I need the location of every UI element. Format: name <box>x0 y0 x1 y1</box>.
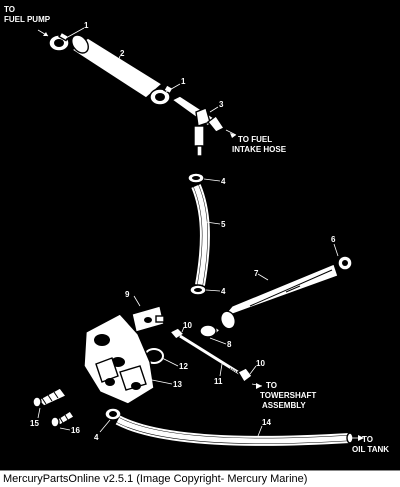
callout-12: 12 <box>179 362 188 371</box>
callout-9: 9 <box>125 290 130 299</box>
callout-13: 13 <box>173 380 182 389</box>
callout-1-lower: 1 <box>181 77 186 86</box>
hose-part-5 <box>191 184 210 286</box>
rod-part-11 <box>179 334 245 378</box>
callout-10-upper: 10 <box>183 321 192 330</box>
bushing-part-8 <box>198 323 222 339</box>
callout-6: 6 <box>331 235 336 244</box>
to-fuel-pump-label-line1: TO <box>4 5 15 14</box>
nut-part-10-lower <box>237 367 253 384</box>
callout-8: 8 <box>227 340 232 349</box>
tube-part-7 <box>219 263 339 330</box>
to-fuel-pump-label-line2: FUEL PUMP <box>4 15 51 24</box>
cap-part-6 <box>337 255 353 271</box>
callout-10-lower: 10 <box>256 359 265 368</box>
callout-5: 5 <box>221 220 226 229</box>
callout-11: 11 <box>214 377 223 386</box>
to-towershaft-label-line1: TO <box>266 381 277 390</box>
callout-1-top: 1 <box>84 21 89 30</box>
direction-arrows <box>37 29 364 441</box>
housing-part-13 <box>83 313 155 405</box>
to-fuel-intake-label-line1: TO FUEL <box>238 135 272 144</box>
to-towershaft-label-line2: TOWERSHAFT <box>260 391 316 400</box>
clamp-part-1-top <box>48 31 70 52</box>
callout-2: 2 <box>120 49 125 58</box>
to-towershaft-label-line3: ASSEMBLY <box>262 401 306 410</box>
nut-part-10-upper <box>168 327 186 340</box>
clamp-part-4-lower <box>104 407 122 421</box>
parts-diagram: TO FUEL PUMP TO FUEL INTAKE HOSE TO TOWE… <box>4 5 390 454</box>
callout-16: 16 <box>71 426 80 435</box>
clamp-part-4-middle <box>189 284 207 296</box>
bracket-part-9 <box>131 305 165 333</box>
callout-4-middle: 4 <box>221 287 226 296</box>
hose-part-2 <box>70 34 164 99</box>
exploded-view-drawing: TO FUEL PUMP TO FUEL INTAKE HOSE TO TOWE… <box>4 5 389 454</box>
clamp-part-1-lower <box>149 83 174 106</box>
to-fuel-intake-label-line2: INTAKE HOSE <box>232 145 287 154</box>
screw-part-16 <box>50 410 75 428</box>
tee-fitting-part-3 <box>170 95 226 157</box>
to-oil-tank-label-line2: OIL TANK <box>352 445 389 454</box>
image-caption: MercuryPartsOnline v2.5.1 (Image Copyrig… <box>3 473 308 485</box>
clamp-part-4-upper <box>187 172 205 184</box>
screw-part-15 <box>32 387 68 408</box>
callout-7: 7 <box>254 269 259 278</box>
callout-4-lower: 4 <box>94 433 99 442</box>
callout-14: 14 <box>262 418 271 427</box>
caption-bar: MercuryPartsOnline v2.5.1 (Image Copyrig… <box>0 470 400 487</box>
callout-15: 15 <box>30 419 39 428</box>
to-oil-tank-label-line1: TO <box>362 435 373 444</box>
callout-3: 3 <box>219 100 224 109</box>
callout-4-upper: 4 <box>221 177 226 186</box>
callout-leaders <box>37 27 339 437</box>
hose-part-14 <box>115 415 354 446</box>
